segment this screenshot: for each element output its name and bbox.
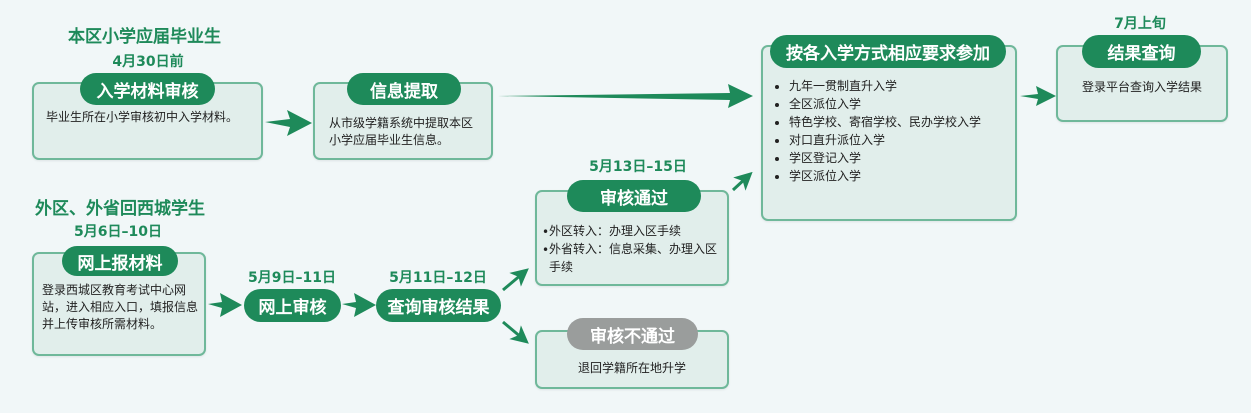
arrow-icon xyxy=(731,171,753,192)
step-date: 5月6日–10日 xyxy=(74,224,162,240)
step-title: 审核通过 xyxy=(567,180,701,212)
local-students-heading: 本区小学应届毕业生 xyxy=(68,27,221,47)
list-item: 特色学校、寄宿学校、民办学校入学 xyxy=(789,113,981,131)
list-item: 对口直升派位入学 xyxy=(789,131,981,149)
step-description: 登录西城区教育考试中心网站，进入相应入口，填报信息并上传审核所需材料。 xyxy=(42,283,199,331)
step-description: 登录平台查询入学结果 xyxy=(1081,80,1202,94)
step-title: 信息提取 xyxy=(347,73,461,105)
list-item: 九年一贯制直升入学 xyxy=(789,77,981,95)
step-title: 审核不通过 xyxy=(567,318,698,350)
step-description: 退回学籍所在地升学 xyxy=(577,361,686,375)
arrow-icon xyxy=(1020,86,1056,106)
step-title: 网上审核 xyxy=(244,289,341,322)
enroll-methods-box: 九年一贯制直升入学 全区派位入学 特色学校、寄宿学校、民办学校入学 对口直升派位… xyxy=(761,45,1017,221)
arrow-icon xyxy=(265,110,312,136)
arrow-icon xyxy=(502,320,529,344)
step-description: 毕业生所在小学审核初中入学材料。 xyxy=(46,110,239,124)
step-date: 7月上旬 xyxy=(1114,16,1166,32)
online-submit-box: 登录西城区教育考试中心网站，进入相应入口，填报信息并上传审核所需材料。 xyxy=(32,252,206,356)
list-item: 外区转入：办理入区手续 xyxy=(542,222,719,241)
step-date: 4月30日前 xyxy=(112,54,184,70)
arrow-icon xyxy=(208,293,242,317)
step-title: 结果查询 xyxy=(1082,35,1201,68)
pass-list: 外区转入：办理入区手续 外省转入：信息采集、办理入区手续 xyxy=(541,222,719,276)
arrow-icon xyxy=(342,293,376,317)
list-item: 学区派位入学 xyxy=(789,167,981,185)
list-item: 外省转入：信息采集、办理入区手续 xyxy=(542,240,719,276)
step-date: 5月9日–11日 xyxy=(248,270,336,286)
list-item: 全区派位入学 xyxy=(789,95,981,113)
step-title: 入学材料审核 xyxy=(80,73,215,105)
list-item: 学区登记入学 xyxy=(789,149,981,167)
arrow-icon xyxy=(502,268,529,292)
step-description: 从市级学籍系统中提取本区小学应届毕业生信息。 xyxy=(329,116,474,147)
step-title: 查询审核结果 xyxy=(376,289,501,322)
step-date: 5月11日–12日 xyxy=(389,270,487,286)
step-title: 网上报材料 xyxy=(62,246,178,276)
step-date: 5月13日–15日 xyxy=(589,159,687,175)
step-title: 按各入学方式相应要求参加 xyxy=(770,35,1006,68)
arrow-icon xyxy=(498,84,753,108)
enroll-methods-list: 九年一贯制直升入学 全区派位入学 特色学校、寄宿学校、民办学校入学 对口直升派位… xyxy=(771,77,981,185)
external-students-heading: 外区、外省回西城学生 xyxy=(35,199,205,219)
